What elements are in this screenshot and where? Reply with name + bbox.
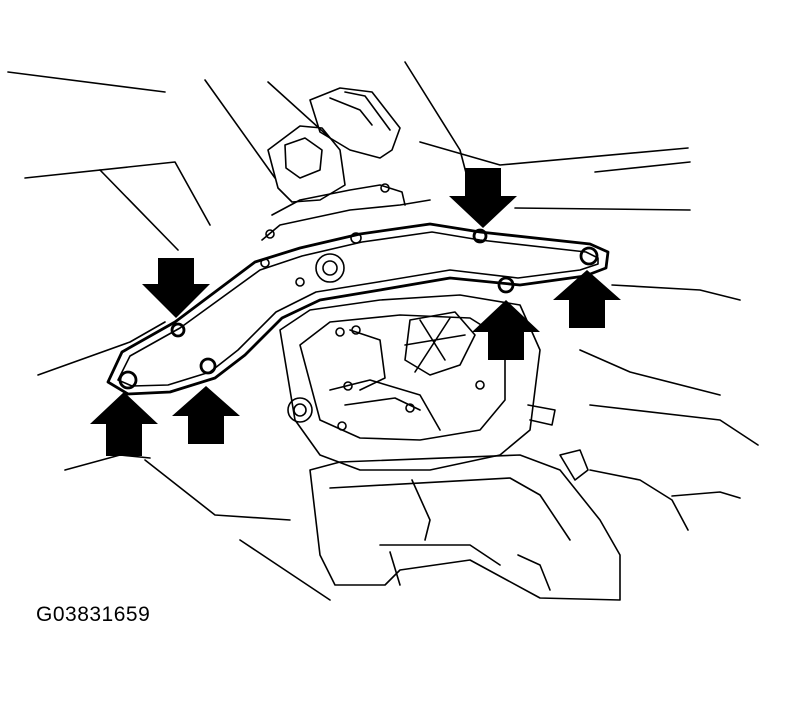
bolt-right (579, 246, 599, 266)
arrow-down-icon (142, 258, 210, 318)
arrow-up-icon (553, 270, 621, 328)
flange-bolts (118, 228, 599, 390)
vehicle-body-lines (7, 61, 759, 601)
bolt-upper-left (170, 322, 186, 338)
arrow-up-icon (90, 392, 158, 456)
bolt-left (118, 370, 138, 390)
lower-crossmember (309, 454, 689, 601)
oil-pan-flange (106, 222, 610, 396)
arrow-up-icon (472, 300, 540, 360)
figure-code: G03831659 (36, 603, 151, 626)
bolt-top (472, 228, 488, 244)
valve-body (279, 294, 589, 481)
transmission-housing (261, 87, 431, 287)
bolt-center-right (497, 276, 515, 294)
bolt-indicator-arrows (90, 168, 621, 456)
arrow-down-icon (449, 168, 517, 228)
bolt-lower-left (199, 357, 217, 375)
arrow-up-icon (172, 386, 240, 444)
